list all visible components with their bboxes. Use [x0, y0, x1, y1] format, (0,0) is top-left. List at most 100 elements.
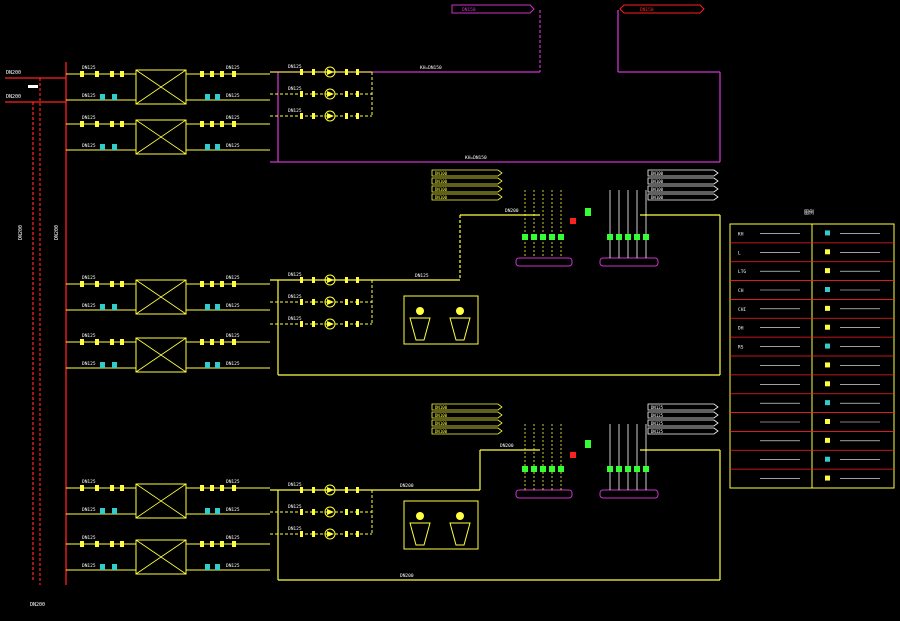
manifold-bottom-left-tag: [431, 419, 503, 427]
vertical-dn-left: DN200: [18, 225, 24, 240]
valve-icon: [345, 531, 348, 537]
valve-icon: [232, 541, 236, 547]
valve-icon: [80, 485, 84, 491]
manifold-valve-icon: [625, 466, 631, 472]
valve-icon: [80, 281, 84, 287]
bottom-tag: DN200: [30, 602, 45, 608]
valve-icon: [80, 541, 84, 547]
unit-dn-in: DN125: [82, 115, 96, 121]
legend-left-label: RS: [738, 345, 744, 351]
valve-cyan-icon: [112, 94, 117, 100]
valve-icon: [210, 281, 214, 287]
manifold-top-right-tag-text: DN100: [651, 171, 664, 176]
valve-icon: [110, 485, 114, 491]
legend-symbol-icon: [825, 343, 830, 349]
pump-icon: [324, 528, 336, 540]
valve-icon: [300, 69, 303, 75]
manifold-valve-icon: [625, 234, 631, 240]
pump-arrow-icon: [327, 113, 334, 119]
valve-icon: [110, 281, 114, 287]
valve-icon: [300, 91, 303, 97]
manifold-bottom-right-tag: [647, 427, 719, 435]
unit-dn-pump: DN125: [82, 361, 96, 367]
valve-cyan-icon: [112, 362, 117, 368]
valve-icon: [345, 299, 348, 305]
valve-icon: [220, 121, 224, 127]
unit-dn-return: DN125: [226, 507, 240, 513]
pump-arrow-icon: [327, 299, 334, 305]
valve-icon: [200, 121, 204, 127]
pipe-label-magenta-1: KH=DN150: [420, 65, 442, 71]
top-tag-1: DN150: [462, 7, 476, 13]
unit-dn-in: DN125: [82, 275, 96, 281]
chiller-box: [135, 483, 187, 519]
legend-left-label: DH: [738, 326, 744, 332]
valve-icon: [80, 71, 84, 77]
manifold-bottom-left-tag: [431, 411, 503, 419]
pump-dn: DN125: [288, 482, 302, 488]
pump-icon: [324, 506, 336, 518]
valve-icon: [210, 121, 214, 127]
manifold-top-left-tag: [431, 193, 503, 201]
unit-dn-out: DN125: [226, 275, 240, 281]
manifold-bottom-right-tag-text: DN125: [651, 413, 664, 418]
valve-cyan-icon: [205, 94, 210, 100]
manifold-bottom-right-tag-text: DN125: [651, 405, 664, 410]
main-dn-second: DN200: [6, 94, 21, 100]
valve-cyan-icon: [100, 304, 105, 310]
valve-icon: [345, 91, 348, 97]
manifold-top-label: DN200: [505, 208, 519, 214]
valve-icon: [220, 485, 224, 491]
pump-dn: DN125: [288, 64, 302, 70]
legend-left-label: KH: [738, 231, 744, 237]
valve-icon: [210, 71, 214, 77]
chiller-box: [135, 539, 187, 575]
pump-dn: DN125: [288, 294, 302, 300]
header-note: [28, 85, 38, 88]
valve-icon: [356, 487, 359, 493]
pump-dn: DN125: [288, 526, 302, 532]
manifold-valve-icon: [558, 234, 564, 240]
legend-symbol-icon: [825, 287, 830, 292]
manifold-valve-icon: [643, 466, 649, 472]
valve-icon: [356, 299, 359, 305]
pump-icon: [324, 66, 336, 78]
valve-icon: [312, 277, 315, 283]
valve-cyan-icon: [215, 94, 220, 100]
main-headers: DN200 DN200 DN200 DN200 DN200: [5, 62, 67, 608]
control-valve-icon: [585, 440, 591, 448]
control-valve-icon: [570, 218, 576, 224]
valve-icon: [312, 91, 315, 97]
manifold-top-left-tag-text: DN100: [435, 195, 448, 200]
manifold-top-right-tag: [647, 177, 719, 185]
valve-icon: [95, 485, 99, 491]
unit-dn-pump: DN125: [82, 143, 96, 149]
pump-dn: DN125: [288, 316, 302, 322]
unit-dn-out: DN125: [226, 65, 240, 71]
valve-icon: [220, 281, 224, 287]
manifold-top-left-tag: [431, 169, 503, 177]
valve-icon: [80, 339, 84, 345]
manifold-valve-icon: [540, 234, 546, 240]
legend-symbol-icon: [825, 362, 830, 368]
legend-symbol-icon: [825, 249, 830, 255]
chiller-cross-b: [135, 119, 187, 155]
valve-icon: [210, 339, 214, 345]
valve-icon: [312, 531, 315, 537]
pump-icon: [324, 484, 336, 496]
control-valve-icon: [585, 208, 591, 216]
pump-arrow-icon: [327, 531, 334, 537]
valve-icon: [300, 299, 303, 305]
manifold-bottom-right-tag-text: DN125: [651, 421, 664, 426]
valve-icon: [200, 339, 204, 345]
legend-symbol-icon: [825, 230, 830, 236]
unit-dn-return: DN125: [226, 563, 240, 569]
valve-icon: [120, 485, 124, 491]
manifold-valve-icon: [616, 234, 622, 240]
